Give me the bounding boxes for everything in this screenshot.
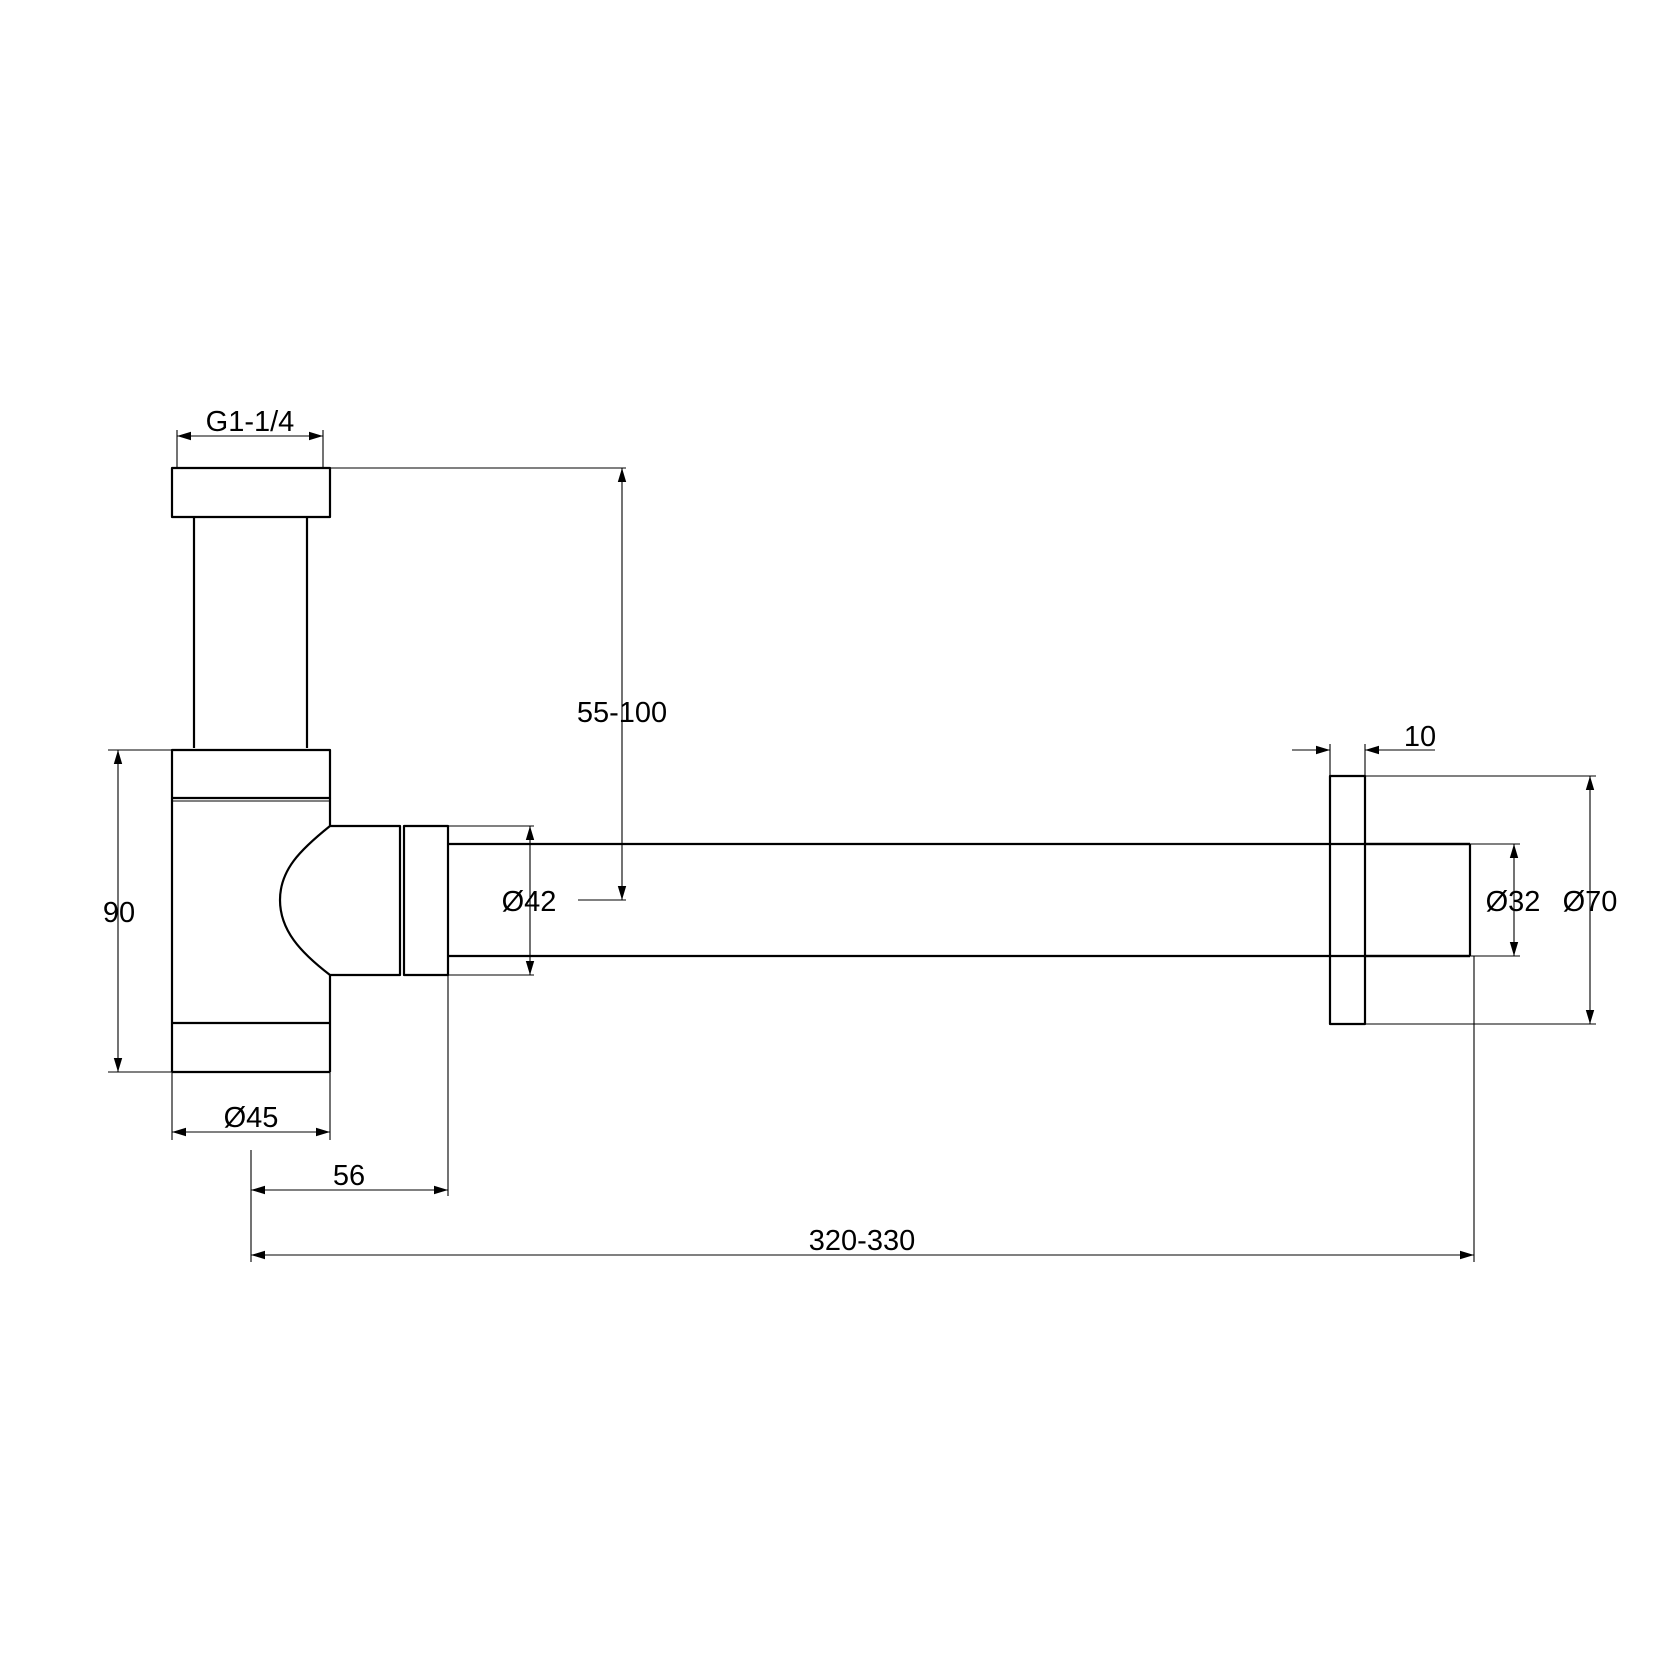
upper-collar xyxy=(170,748,332,800)
top-nut xyxy=(170,466,332,519)
dim-outlet-diameter-label: Ø42 xyxy=(502,886,557,918)
dim-pipe-diameter-label: Ø32 xyxy=(1486,886,1541,918)
wall-flange xyxy=(1328,774,1470,1026)
dim-flange-diameter: Ø70 xyxy=(1365,775,1618,1025)
dim-offset: 56 xyxy=(250,975,449,1262)
dim-offset-label: 56 xyxy=(333,1160,365,1192)
dim-height-range: 55-100 xyxy=(330,467,667,901)
dim-body-height-label: 90 xyxy=(103,897,135,929)
dim-body-diameter-label: Ø45 xyxy=(224,1102,279,1134)
tail-pipe xyxy=(192,517,309,748)
dim-length-range-label: 320-330 xyxy=(809,1225,915,1257)
trap-body xyxy=(170,466,450,1074)
bottle-body xyxy=(170,798,332,1074)
dim-flange-thickness-label: 10 xyxy=(1404,721,1436,753)
dim-thread: G1-1/4 xyxy=(176,406,324,468)
outlet-branch xyxy=(278,824,402,977)
dim-thread-label: G1-1/4 xyxy=(206,406,295,438)
dim-length-range: 320-330 xyxy=(251,956,1475,1262)
dim-body-height: 90 xyxy=(103,749,172,1073)
dim-flange-diameter-label: Ø70 xyxy=(1563,886,1618,918)
dim-height-range-label: 55-100 xyxy=(577,697,667,729)
dim-outlet-diameter: Ø42 xyxy=(448,825,557,976)
dim-body-diameter: Ø45 xyxy=(171,1072,331,1140)
dim-pipe-diameter: Ø32 xyxy=(1470,843,1541,957)
outlet-nut xyxy=(402,824,450,977)
dim-flange-thickness: 10 xyxy=(1292,721,1436,776)
